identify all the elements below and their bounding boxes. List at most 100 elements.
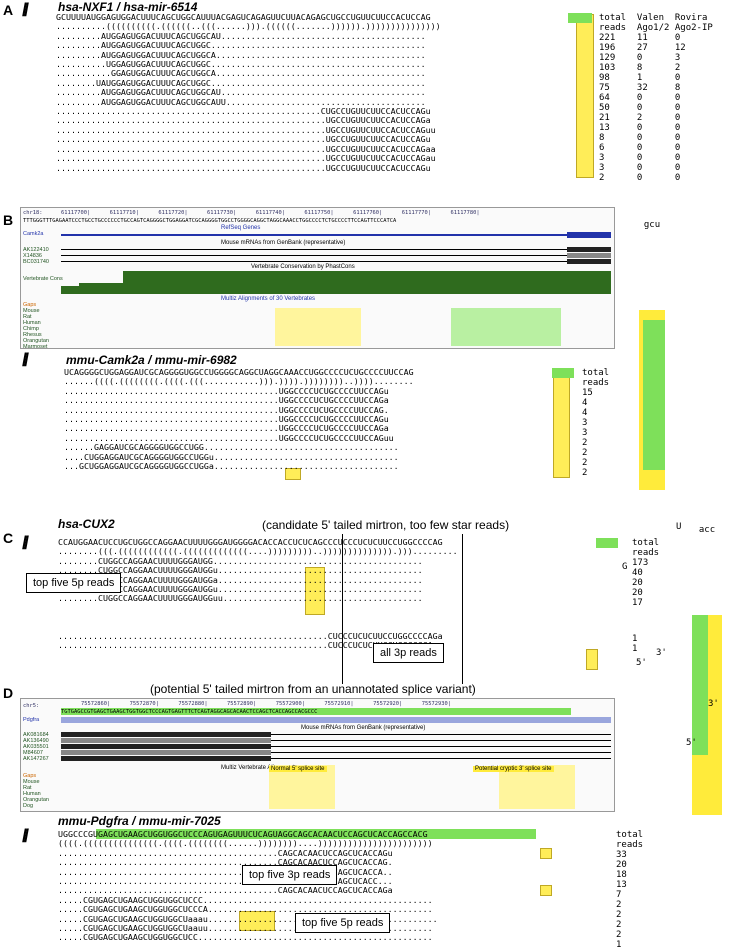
panel-d-splice3-label: Potential cryptic 3' splice site bbox=[473, 766, 554, 772]
panel-d-positions: 75572860| 75572870| 75572880| 75572890| … bbox=[81, 701, 451, 707]
panel-b-title: mmu-Camk2a / mmu-mir-6982 bbox=[66, 353, 237, 367]
mrna-accession: M84607 bbox=[23, 750, 43, 756]
panel-b-hairpin-three: 3' bbox=[656, 648, 667, 658]
panel-a-cag-green bbox=[568, 13, 592, 23]
count-row: 8 0 0 bbox=[599, 133, 713, 143]
mrna-exon-block bbox=[61, 750, 271, 755]
panel-a-cag-highlight bbox=[576, 14, 594, 178]
panel-b-slash: // bbox=[22, 350, 29, 370]
read-line: ........................................… bbox=[56, 153, 436, 164]
panel-d-5p-highlight bbox=[239, 911, 275, 931]
read-line: ........................................… bbox=[58, 847, 393, 858]
panel-b-cons-low bbox=[61, 286, 79, 294]
read-line: ...GCUGGAGGAUCGCAGGGGUGGCCUGGa..........… bbox=[64, 461, 399, 472]
mrna-track-bar bbox=[61, 740, 611, 741]
panel-b-label: B bbox=[3, 212, 14, 228]
mrna-accession: BC031740 bbox=[23, 259, 49, 265]
panel-b-top-seq: TTTGGGTTTGAGAATCCCTGCCTGCCCCCCTGCCAGTCAG… bbox=[23, 218, 397, 224]
panel-a-label: A bbox=[3, 2, 14, 18]
mrna-accession: AK081684 bbox=[23, 732, 49, 738]
mrna-track-bar bbox=[61, 752, 611, 753]
count-row: 221 11 0 bbox=[599, 33, 713, 43]
count-row: 3 bbox=[582, 428, 588, 438]
mrna-accession: AK147267 bbox=[23, 756, 49, 762]
read-line: ........UAUGGAGUGGACUUUCAGCUGGC.........… bbox=[56, 77, 426, 88]
panel-d-alignment: UGGCCCGUGAGCUGAAGCUGGUGGCUCCCAGUGAGUUUCU… bbox=[58, 829, 438, 943]
panel-b-hairpin-five: 5' bbox=[636, 658, 647, 668]
panel-d-multiz-title: Multiz Vertebrate Alignments bbox=[221, 765, 298, 771]
mrna-exon-block bbox=[567, 259, 611, 264]
count-row: 21 2 0 bbox=[599, 113, 713, 123]
count-row: 40 bbox=[632, 568, 643, 578]
panel-c-divider-right bbox=[462, 534, 463, 684]
read-line: .....CGUGAGCUGAAGCUGGUGGCUCC............… bbox=[58, 932, 433, 943]
panel-b-cons-label: Vertebrate Cons bbox=[23, 276, 63, 282]
read-line: ........CUGGCCAGGAACUUUUGGGAUGGu........… bbox=[58, 565, 423, 576]
panel-b-reads: ........................................… bbox=[64, 386, 414, 472]
mrna-accession: X14836 bbox=[23, 253, 42, 259]
panel-c-3p-highlight bbox=[586, 649, 598, 670]
read-line: ........................................… bbox=[58, 876, 393, 887]
read-line: ......GAGGAUCGCAGGGGUGGCCUGG............… bbox=[64, 442, 399, 453]
panel-b-col-total: total bbox=[582, 368, 610, 378]
count-row: 2 bbox=[582, 468, 588, 478]
count-row: 98 1 0 bbox=[599, 73, 713, 83]
count-row: 33 bbox=[616, 850, 627, 860]
read-line: .....CGUGAGCUGAAGCUGGUGGCUCCCA..........… bbox=[58, 904, 433, 915]
count-row: 2 bbox=[582, 458, 588, 468]
count-row: 2 bbox=[616, 920, 622, 930]
panel-c-title: hsa-CUX2 bbox=[58, 517, 115, 531]
panel-d-top-seq: TGTGAGCCGTGAGCTGAAGCTGGTGGCTCCCAGTGAGTTT… bbox=[61, 709, 318, 715]
panel-b-gene-exon bbox=[567, 232, 611, 238]
species-name: Dog bbox=[23, 803, 34, 809]
mrna-track-bar bbox=[61, 734, 611, 735]
panel-d-top-green bbox=[61, 708, 571, 715]
read-line: ........................................… bbox=[64, 432, 394, 443]
species-name: Human bbox=[23, 320, 41, 326]
count-row: 1 bbox=[616, 940, 622, 950]
panel-b-hairpin: gcu G U 5' 3' bbox=[622, 200, 682, 668]
read-line: .........AUGGAGUGGACUUUCAGCUGGCAU.......… bbox=[56, 30, 426, 41]
panel-d-reference: UGGCCCGUGAGCUGAAGCUGGUGGCUCCCAGUGAGUUUCU… bbox=[58, 829, 428, 839]
panel-d-3p-highlight-2 bbox=[540, 885, 552, 896]
panel-c-col-reads: reads bbox=[632, 548, 660, 558]
count-row: 18 bbox=[616, 870, 627, 880]
panel-b-gaps-label: Gaps bbox=[23, 302, 37, 308]
read-line: ........................................… bbox=[56, 124, 436, 135]
count-row: 3 bbox=[582, 418, 588, 428]
panel-c-hairpin-green bbox=[692, 615, 708, 755]
count-row: 173 bbox=[632, 558, 649, 568]
count-row: 129 0 3 bbox=[599, 53, 713, 63]
read-line: ........................................… bbox=[64, 414, 389, 425]
count-row: 2 bbox=[616, 930, 622, 940]
species-name: Rat bbox=[23, 785, 32, 791]
count-row: 17 bbox=[632, 598, 643, 608]
read-line: ........CUGGCCAGGAACUUUUGGGAUGGuu.......… bbox=[58, 593, 423, 604]
count-row-3p: 1 bbox=[632, 634, 638, 644]
count-row: 2 bbox=[582, 448, 588, 458]
count-row: 2 bbox=[582, 438, 588, 448]
panel-c-reads: ........CUGGCCAGGAACUUUUGGGAUGG.........… bbox=[58, 555, 458, 604]
panel-c-box-5p: top five 5p reads bbox=[26, 573, 122, 593]
panel-a-col-subheaders: reads Ago1/2 Ago2-IP bbox=[599, 23, 713, 33]
mrna-accession: AK035501 bbox=[23, 744, 49, 750]
mrna-track-bar bbox=[61, 249, 611, 250]
panel-d-slash: // bbox=[22, 826, 29, 846]
panel-d-col-total: total bbox=[616, 830, 644, 840]
panel-d-title: mmu-Pdgfra / mmu-mir-7025 bbox=[58, 814, 221, 828]
species-name: Human bbox=[23, 791, 41, 797]
read-line: .....CGUGAGCUGAAGCUGGUGGCUaauu..........… bbox=[58, 923, 433, 934]
panel-d-reads: ........................................… bbox=[58, 847, 438, 943]
read-line: ........CUGGCCAGGAACUUUUGGGAUGG.........… bbox=[58, 555, 423, 566]
panel-b-hairpin-right-nt: U bbox=[676, 522, 682, 532]
panel-d-splice3-region bbox=[499, 765, 575, 809]
panel-c-alignment: CCAUGGAACUCCUGCUGGCCAGGAACUUUUGGGAUGGGGA… bbox=[58, 537, 458, 651]
count-row: 13 0 0 bbox=[599, 123, 713, 133]
panel-d-mrna-title: Mouse mRNAs from GenBank (representative… bbox=[301, 725, 426, 731]
panel-b-col-reads: reads bbox=[582, 378, 610, 388]
mrna-track-bar bbox=[61, 255, 611, 256]
count-row: 6 0 0 bbox=[599, 143, 713, 153]
